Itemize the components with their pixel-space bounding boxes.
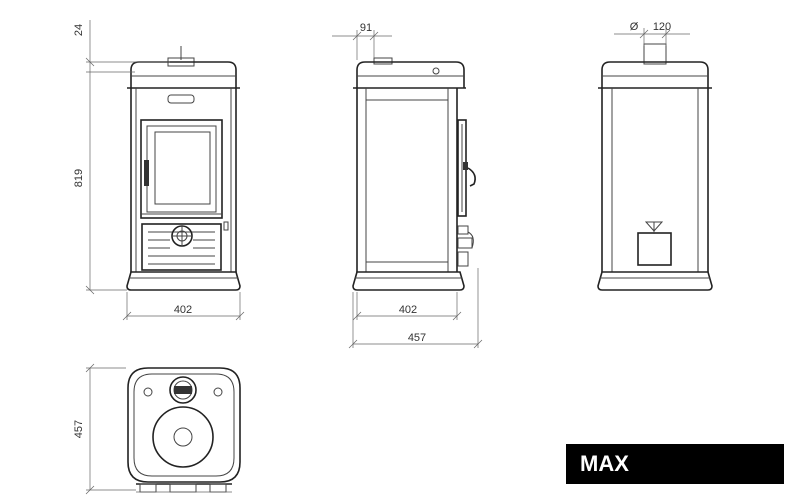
- front-view-dimensions: [85, 20, 245, 321]
- front-height-label: 819: [73, 169, 85, 187]
- back-view-dimensions: [614, 28, 690, 46]
- top-depth-label: 457: [73, 420, 85, 438]
- side-flue-offset-label: 91: [360, 22, 372, 34]
- side-depth-label: 457: [408, 332, 426, 344]
- model-label-box: MAX: [566, 444, 784, 484]
- model-label: MAX: [580, 451, 629, 476]
- side-view-dimensions: [332, 30, 483, 349]
- front-width-label: 402: [174, 304, 192, 316]
- front-top-offset-label: 24: [73, 24, 85, 36]
- back-view: [597, 43, 713, 291]
- top-view-dimensions: [85, 363, 136, 495]
- front-view: [126, 46, 241, 291]
- back-flue-symbol: Ø: [630, 21, 639, 33]
- side-width-label: 402: [399, 304, 417, 316]
- back-flue-diameter-label: 120: [653, 21, 671, 33]
- top-view: [127, 367, 241, 493]
- side-view: [352, 57, 476, 291]
